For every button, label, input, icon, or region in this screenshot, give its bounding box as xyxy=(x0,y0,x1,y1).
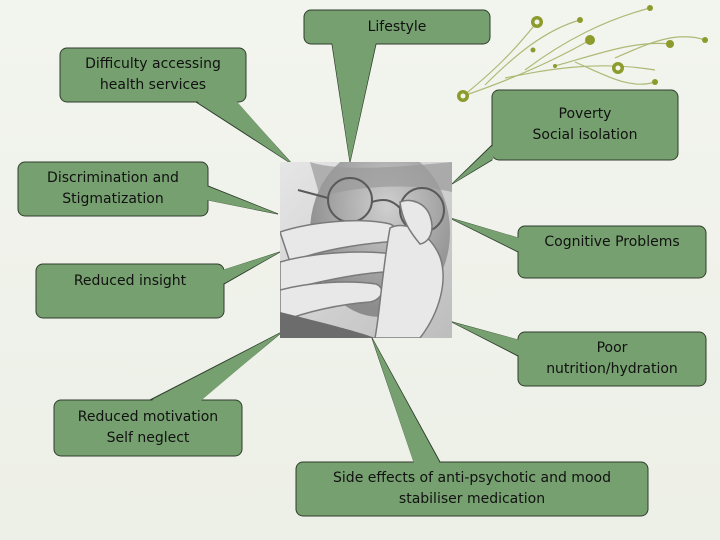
callout-reduced-insight xyxy=(35,251,281,319)
callout-seam xyxy=(332,42,376,162)
callout-seam xyxy=(372,338,440,464)
callout-seam xyxy=(452,322,520,356)
callout-side-effects-medication xyxy=(295,337,649,517)
callout-poor-nutrition-hydration xyxy=(451,321,707,387)
callout-difficulty-accessing-health-services xyxy=(59,47,293,165)
callout-pointer xyxy=(149,331,283,401)
callout-box xyxy=(517,331,707,387)
callout-pointer xyxy=(451,143,493,185)
person-rubbing-eyes-photo xyxy=(280,162,452,338)
callout-discrimination-and-stigmatization xyxy=(17,161,279,217)
callout-seam xyxy=(452,145,494,184)
callout-cognitive-problems xyxy=(449,217,707,279)
callout-box xyxy=(295,461,649,517)
callout-poverty-social-isolation xyxy=(451,89,679,185)
callout-seam xyxy=(450,218,520,252)
callout-seam xyxy=(196,100,292,164)
callout-reduced-motivation-self-neglect xyxy=(53,331,283,457)
floral-ornament-decoration xyxy=(457,5,708,102)
callout-box xyxy=(59,47,247,103)
callout-box xyxy=(517,225,707,279)
callout-box xyxy=(303,9,491,45)
callout-seam xyxy=(222,252,280,284)
callout-seam xyxy=(150,332,282,402)
callout-seam xyxy=(206,186,278,214)
callout-box xyxy=(17,161,209,217)
callout-pointer xyxy=(371,337,441,463)
callout-box xyxy=(53,399,243,457)
callout-box xyxy=(35,263,225,319)
callout-lifestyle xyxy=(303,9,491,163)
callout-box xyxy=(491,89,679,161)
